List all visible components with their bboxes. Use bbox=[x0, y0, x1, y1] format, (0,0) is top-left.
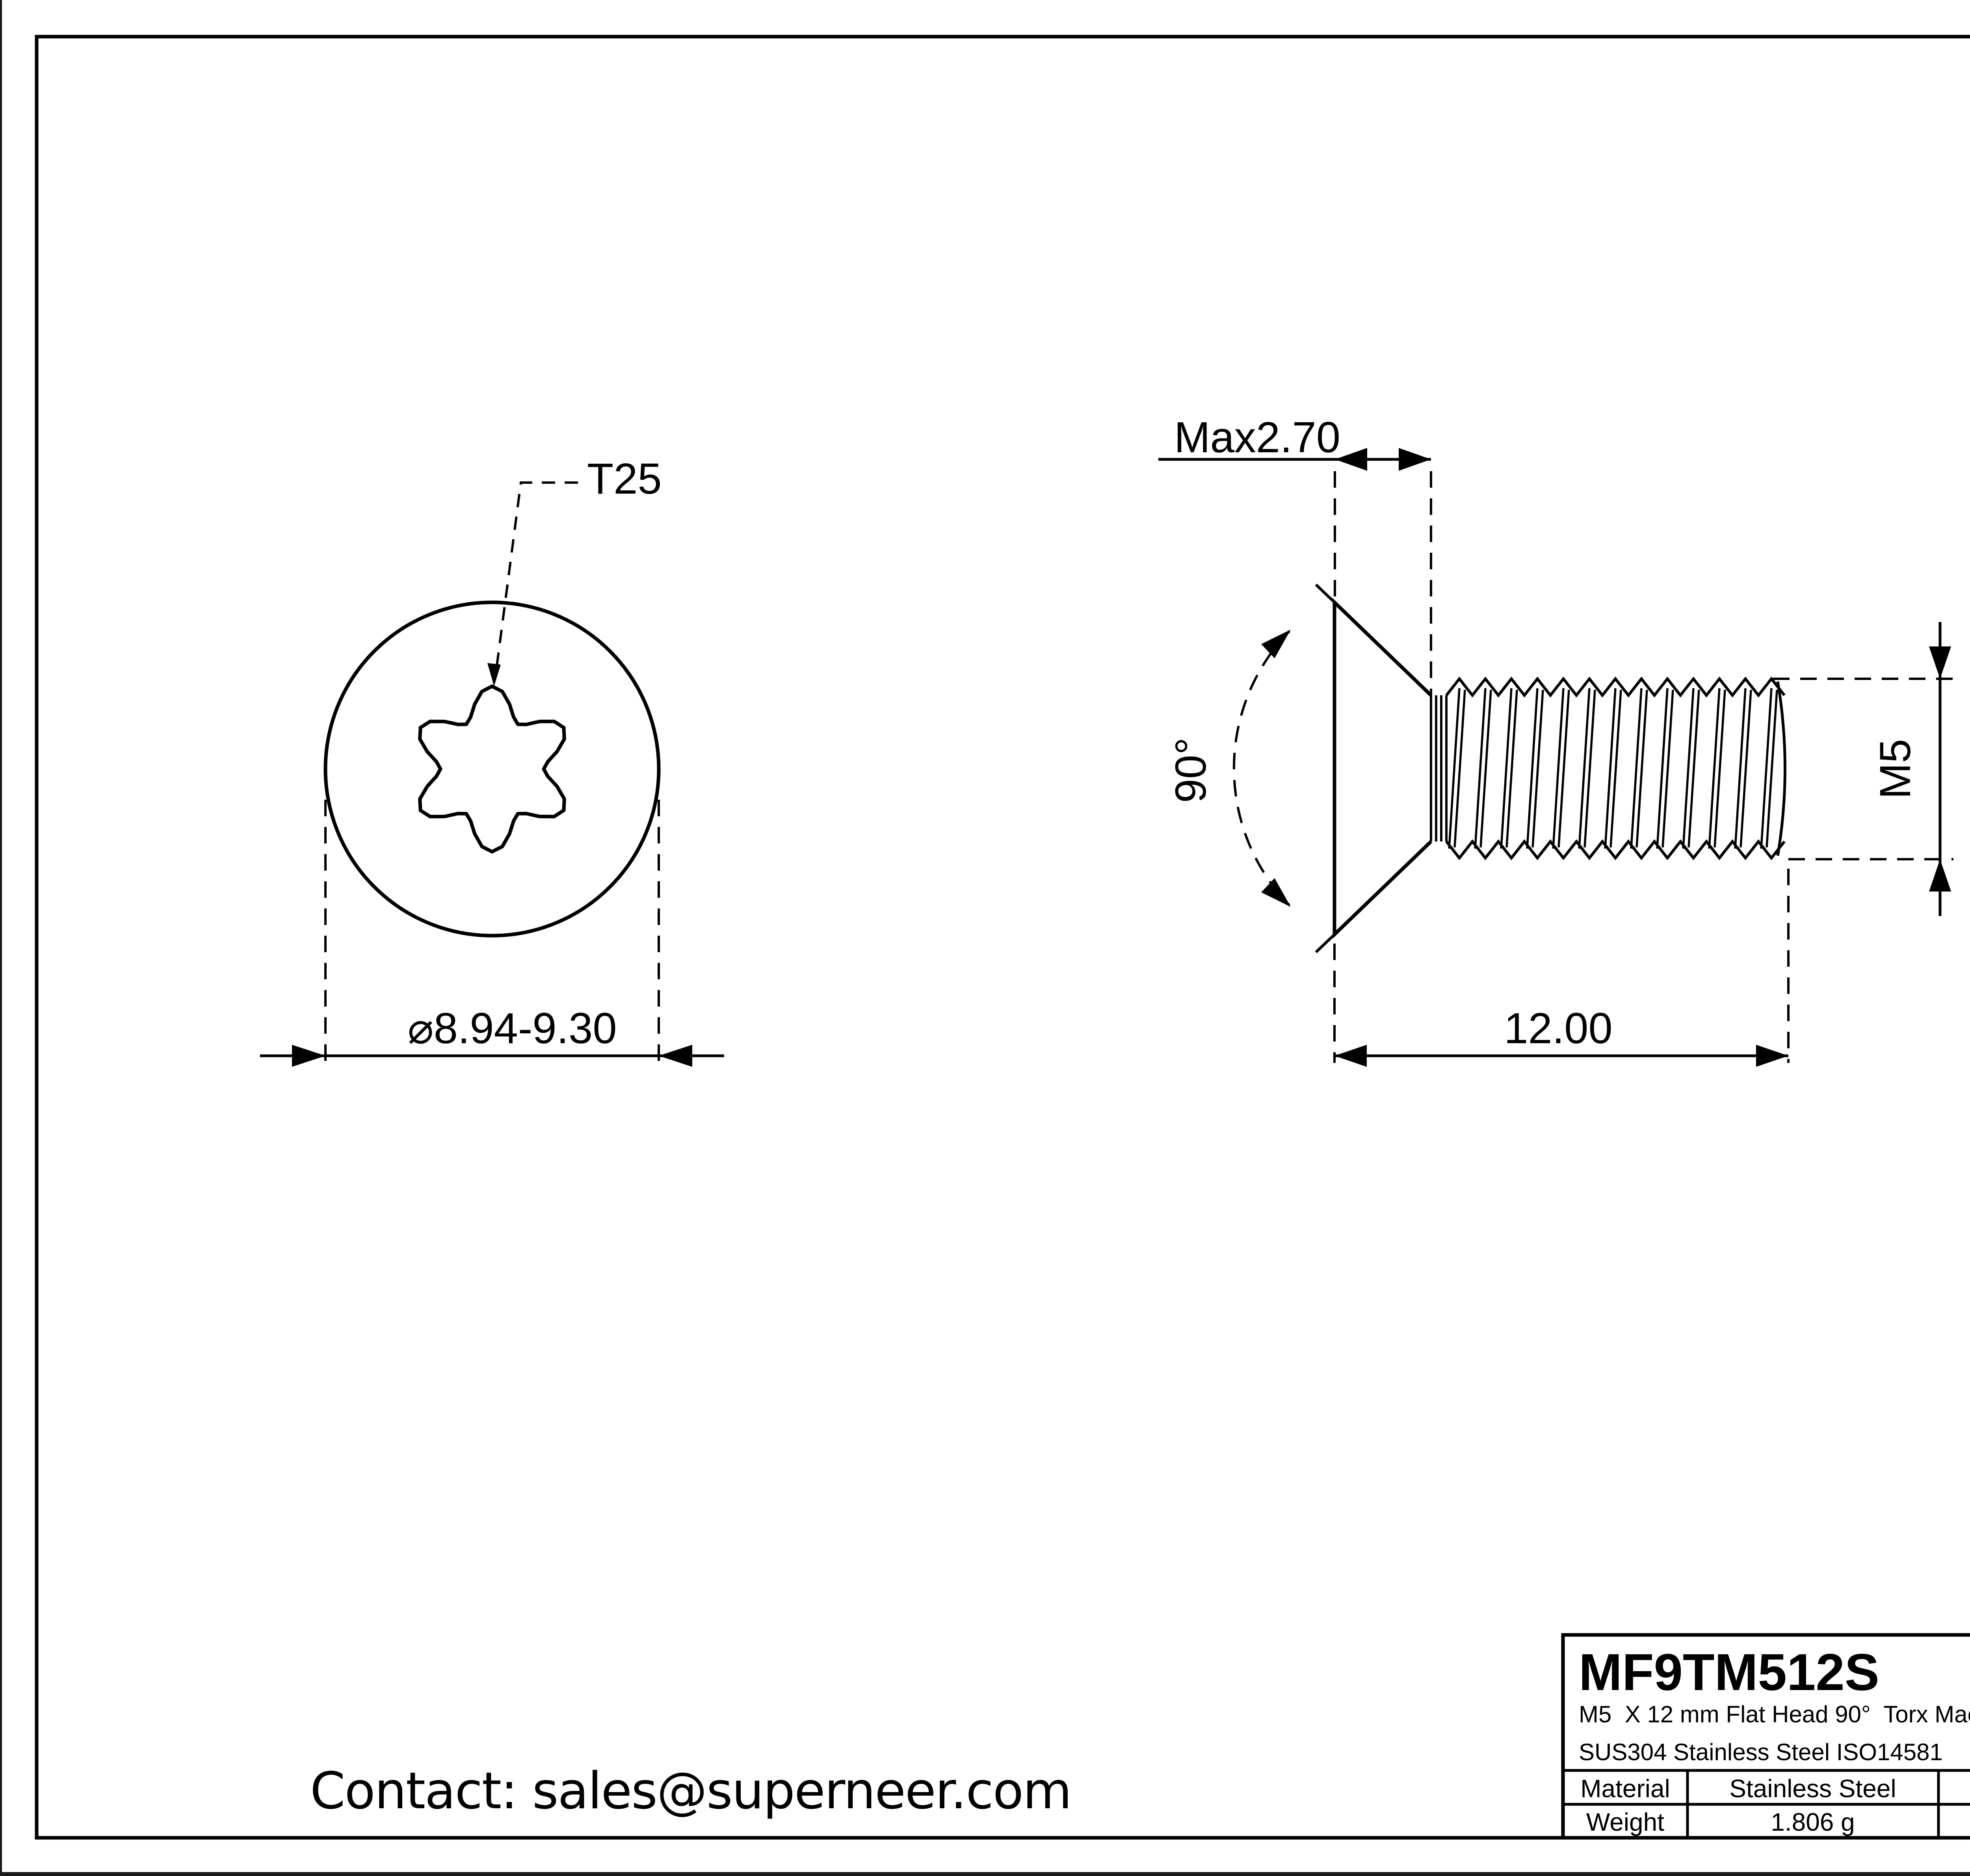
thread-profile-bottom bbox=[1445, 839, 1786, 860]
torx-socket-outline bbox=[385, 665, 600, 872]
length-label: 12.00 bbox=[1504, 1004, 1612, 1053]
part-number: MF9TM512S bbox=[1579, 1643, 1879, 1701]
dimension-arrowhead bbox=[1334, 1045, 1367, 1067]
torx-size-label: T25 bbox=[587, 455, 662, 503]
dimension-arrowhead bbox=[1929, 859, 1951, 892]
dimension-arrowhead bbox=[292, 1045, 325, 1067]
sheet-edge-left bbox=[0, 0, 2, 1876]
screw-head-outline bbox=[323, 600, 661, 938]
title-block-border bbox=[1561, 1633, 1970, 1840]
dimension-arrowhead bbox=[1756, 1045, 1788, 1067]
head-height-label: Max2.70 bbox=[1174, 413, 1340, 462]
angle-arrowhead bbox=[1261, 630, 1291, 658]
material-value: Stainless Steel bbox=[1729, 1774, 1896, 1803]
thread-size-label: M5 bbox=[1871, 739, 1920, 799]
angle-label: 90° bbox=[1167, 737, 1215, 803]
material-label: Material bbox=[1580, 1774, 1670, 1803]
torx-leader-arrowhead bbox=[487, 663, 501, 686]
description-line2: SUS304 Stainless Steel ISO14581 bbox=[1579, 1739, 1943, 1765]
drawing-frame bbox=[35, 35, 1970, 1840]
front-view: T25 ⌀8.94-9.30 bbox=[260, 455, 724, 1067]
corner-tick-marks bbox=[1315, 583, 1344, 953]
thread-flank-lines bbox=[1453, 689, 1778, 848]
sheet-edge-bottom bbox=[0, 1872, 1970, 1876]
description-line1: M5 X 12 mm Flat Head 90° Torx Machine Sc… bbox=[1579, 1701, 1970, 1727]
torx-leader-line bbox=[495, 481, 578, 672]
angle-arc bbox=[1232, 630, 1290, 906]
weight-value: 1.806 g bbox=[1771, 1808, 1855, 1836]
title-block: MF9TM512S M5 X 12 mm Flat Head 90° Torx … bbox=[1561, 1633, 1970, 1840]
angle-arrowhead bbox=[1261, 878, 1291, 907]
neck-lines bbox=[1430, 695, 1448, 841]
dimension-arrowhead bbox=[1929, 646, 1951, 679]
thread-end-curve bbox=[1776, 681, 1786, 856]
weight-label: Weight bbox=[1586, 1808, 1664, 1836]
screw-head-profile bbox=[1333, 598, 1433, 939]
dimension-arrowhead bbox=[1399, 448, 1431, 471]
dimension-arrowhead bbox=[659, 1045, 692, 1067]
dimension-arrowhead bbox=[1335, 448, 1367, 471]
diameter-label: ⌀8.94-9.30 bbox=[407, 1004, 617, 1053]
side-view: Max2.70 90° M5 12.00 bbox=[1158, 413, 1953, 1067]
thread-flank-lines bbox=[1448, 688, 1773, 849]
contact-text: Contact: sales@superneer.com bbox=[310, 1762, 1071, 1820]
thread-profile-top bbox=[1445, 676, 1786, 698]
